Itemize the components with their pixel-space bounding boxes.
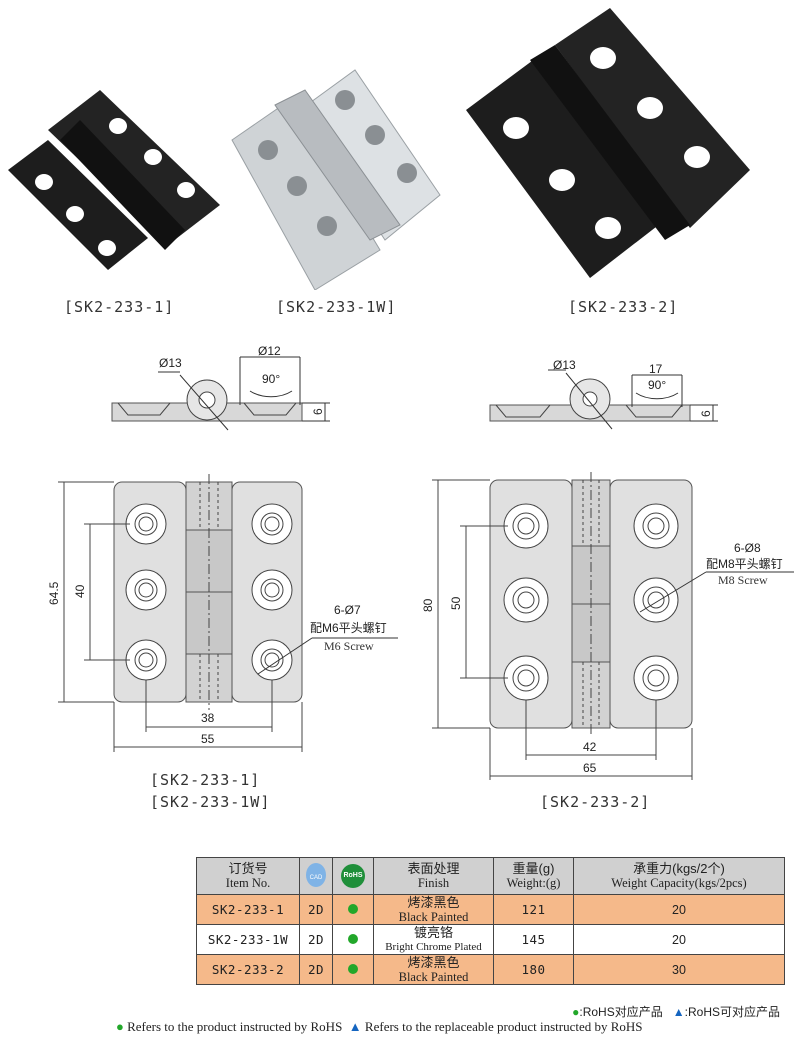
left-width-label: 55 bbox=[201, 732, 215, 746]
product-photos bbox=[8, 8, 750, 290]
cell-weight: 145 bbox=[493, 924, 574, 955]
cell-cad: 2D bbox=[299, 954, 333, 985]
left-callout-qty: 6-Ø7 bbox=[334, 603, 361, 617]
left-pin-dia-label: Ø13 bbox=[159, 356, 182, 370]
left-height-label: 64.5 bbox=[47, 581, 61, 605]
legend-cn-replaceable: :RoHS可对应产品 bbox=[684, 1005, 780, 1019]
header-capacity-cn: 承重力(kgs/2个) bbox=[633, 861, 725, 876]
front-view-right: 80 50 42 65 6-Ø8 配M8平头螺钉 M8 Screw bbox=[421, 472, 794, 780]
cell-cad: 2D bbox=[299, 894, 333, 925]
rohs-dot-icon bbox=[348, 903, 358, 914]
legend-en-rohs: Refers to the product instructed by RoHS bbox=[127, 1019, 343, 1034]
legend-cn: ●:RoHS对应产品 ▲:RoHS可对应产品 bbox=[572, 1003, 780, 1020]
caption-sk2-233-2: [SK2-233-2] bbox=[568, 298, 679, 316]
cad-file-icon: CAD bbox=[306, 862, 326, 887]
front-view-left: 64.5 40 38 55 6-Ø7 配M6平头螺钉 M6 Screw bbox=[47, 474, 398, 752]
cell-finish: 镀亮铬 Bright Chrome Plated bbox=[373, 924, 494, 955]
right-callout-en: M8 Screw bbox=[718, 573, 768, 587]
front-view-drawings: 64.5 40 38 55 6-Ø7 配M6平头螺钉 M6 Screw bbox=[47, 472, 794, 780]
table-row: SK2-233-1 2D 烤漆黑色 Black Painted 121 20 bbox=[196, 894, 785, 925]
cell-capacity: 20 bbox=[573, 894, 785, 925]
table-header-row: 订货号 Item No. CAD RoHS 表面处理 Finish 重量(g) … bbox=[196, 857, 785, 895]
cell-capacity: 20 bbox=[573, 924, 785, 955]
header-cad: CAD bbox=[299, 857, 333, 895]
blue-triangle-icon: ▲ bbox=[672, 1005, 685, 1019]
left-angle-label: 90° bbox=[262, 372, 280, 386]
header-item-en: Item No. bbox=[225, 876, 271, 890]
left-hole-pitch-label: 40 bbox=[73, 584, 87, 598]
header-rohs: RoHS bbox=[332, 857, 374, 895]
cell-finish: 烤漆黑色 Black Painted bbox=[373, 954, 494, 985]
cell-capacity: 30 bbox=[573, 954, 785, 985]
legend-cn-rohs: :RoHS对应产品 bbox=[579, 1005, 663, 1019]
cell-weight: 180 bbox=[493, 954, 574, 985]
left-hole-spacing-label: 38 bbox=[201, 711, 215, 725]
front-left-caption-2: [SK2-233-1W] bbox=[150, 793, 271, 811]
header-finish-en: Finish bbox=[417, 876, 450, 890]
side-view-left: Ø13 Ø12 90° 6 bbox=[111, 345, 330, 431]
left-thickness-label: 6 bbox=[311, 408, 325, 415]
right-pin-dia-label: Ø13 bbox=[553, 358, 576, 372]
legend-en-replaceable: Refers to the replaceable product instru… bbox=[364, 1019, 643, 1034]
cell-rohs bbox=[332, 924, 374, 955]
cell-item: SK2-233-1 bbox=[196, 894, 300, 925]
caption-sk2-233-1w: [SK2-233-1W] bbox=[276, 298, 397, 316]
rohs-dot-icon bbox=[348, 933, 358, 944]
spec-table: 订货号 Item No. CAD RoHS 表面处理 Finish 重量(g) … bbox=[196, 857, 785, 985]
cell-item: SK2-233-2 bbox=[196, 954, 300, 985]
cell-weight: 121 bbox=[493, 894, 574, 925]
header-item: 订货号 Item No. bbox=[196, 857, 300, 895]
rohs-icon: RoHS bbox=[341, 864, 365, 888]
right-callout-cn: 配M8平头螺钉 bbox=[706, 557, 783, 571]
header-capacity: 承重力(kgs/2个) Weight Capacity(kgs/2pcs) bbox=[573, 857, 785, 895]
green-dot-icon: ● bbox=[572, 1005, 580, 1019]
table-row: SK2-233-1W 2D 镀亮铬 Bright Chrome Plated 1… bbox=[196, 924, 785, 955]
green-dot-icon: ● bbox=[116, 1019, 124, 1034]
left-callout-cn: 配M6平头螺钉 bbox=[310, 621, 387, 635]
header-weight-en: Weight:(g) bbox=[506, 876, 561, 890]
right-width-label: 65 bbox=[583, 761, 597, 775]
right-hole-spacing-label: 42 bbox=[583, 740, 597, 754]
header-weight: 重量(g) Weight:(g) bbox=[493, 857, 574, 895]
legend-en: ● Refers to the product instructed by Ro… bbox=[116, 1019, 643, 1035]
blue-triangle-icon: ▲ bbox=[348, 1019, 362, 1034]
hinge-photo-sk2-233-1w bbox=[231, 69, 441, 290]
right-thickness-label: 6 bbox=[699, 410, 713, 417]
right-height-label: 80 bbox=[421, 598, 435, 612]
side-view-drawings: Ø13 Ø12 90° 6 Ø13 17 90° 6 bbox=[111, 345, 718, 431]
left-hole-dia-label: Ø12 bbox=[258, 345, 281, 358]
right-hole-pitch-label: 50 bbox=[449, 596, 463, 610]
table-row: SK2-233-2 2D 烤漆黑色 Black Painted 180 30 bbox=[196, 954, 785, 985]
hinge-photo-sk2-233-1 bbox=[8, 90, 220, 270]
cell-rohs bbox=[332, 954, 374, 985]
hinge-photo-sk2-233-2 bbox=[466, 8, 750, 278]
right-angle-label: 90° bbox=[648, 378, 666, 392]
left-callout-en: M6 Screw bbox=[324, 639, 374, 653]
front-left-caption-1: [SK2-233-1] bbox=[150, 771, 261, 789]
side-view-right: Ø13 17 90° 6 bbox=[489, 358, 718, 430]
cell-rohs bbox=[332, 894, 374, 925]
right-hole-dia-label: 17 bbox=[649, 362, 663, 376]
cell-item: SK2-233-1W bbox=[196, 924, 300, 955]
header-finish-cn: 表面处理 bbox=[407, 861, 460, 876]
front-right-caption: [SK2-233-2] bbox=[540, 793, 651, 811]
header-weight-cn: 重量(g) bbox=[512, 861, 555, 876]
cell-finish: 烤漆黑色 Black Painted bbox=[373, 894, 494, 925]
right-callout-qty: 6-Ø8 bbox=[734, 541, 761, 555]
rohs-dot-icon bbox=[348, 963, 358, 974]
cell-cad: 2D bbox=[299, 924, 333, 955]
header-finish: 表面处理 Finish bbox=[373, 857, 494, 895]
caption-sk2-233-1: [SK2-233-1] bbox=[64, 298, 175, 316]
header-item-cn: 订货号 bbox=[228, 861, 268, 876]
header-capacity-en: Weight Capacity(kgs/2pcs) bbox=[611, 876, 747, 890]
